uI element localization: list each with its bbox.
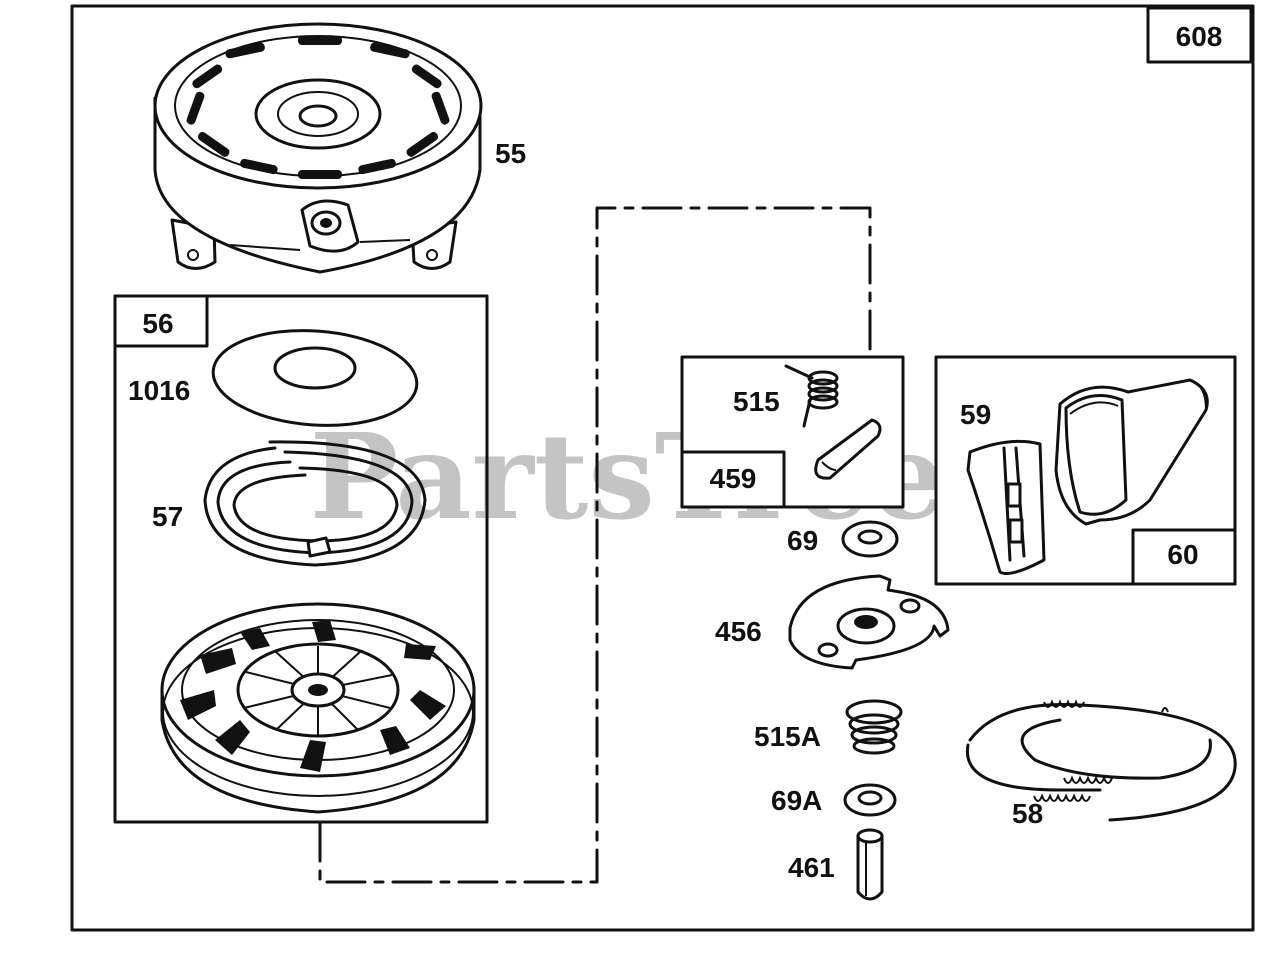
assembly-number: 608 bbox=[1176, 21, 1223, 52]
starter-pulley[interactable] bbox=[160, 602, 476, 814]
assembly-number-box bbox=[1146, 6, 1253, 64]
part-69A-washer[interactable] bbox=[843, 783, 897, 817]
kit-56-frame bbox=[113, 294, 489, 824]
kit-459-number-box bbox=[680, 450, 786, 509]
starter-handle[interactable] bbox=[1054, 378, 1209, 526]
kit-60-number: 60 bbox=[1167, 539, 1198, 570]
part-69-washer[interactable] bbox=[841, 520, 899, 558]
label-59: 59 bbox=[960, 399, 991, 430]
label-1016: 1016 bbox=[128, 375, 190, 406]
kit-56-number-box bbox=[113, 294, 209, 348]
label-55: 55 bbox=[495, 138, 526, 169]
kit-60-number-box bbox=[1131, 528, 1237, 586]
part-58-starter-rope[interactable] bbox=[965, 699, 1237, 822]
kit-56-number: 56 bbox=[142, 308, 173, 339]
connector-dashed bbox=[318, 206, 872, 884]
label-456: 456 bbox=[715, 616, 762, 647]
label-58: 58 bbox=[1012, 798, 1043, 829]
label-69A: 69A bbox=[771, 785, 822, 816]
part-57-rewind-spring[interactable] bbox=[203, 440, 427, 567]
part-59-handle-insert[interactable] bbox=[966, 439, 1046, 575]
label-69: 69 bbox=[787, 525, 818, 556]
part-1016-washer[interactable] bbox=[210, 324, 420, 432]
part-55-blower-housing[interactable] bbox=[153, 22, 483, 274]
part-515A-spring[interactable] bbox=[845, 699, 903, 755]
kit-459-number: 459 bbox=[710, 463, 757, 494]
assembly-frame bbox=[70, 4, 1255, 932]
part-456-retainer[interactable] bbox=[788, 574, 950, 670]
label-57: 57 bbox=[152, 501, 183, 532]
label-461: 461 bbox=[788, 852, 835, 883]
label-515A: 515A bbox=[754, 721, 821, 752]
pawl[interactable] bbox=[814, 418, 882, 480]
part-461-pin[interactable] bbox=[856, 828, 884, 901]
label-515: 515 bbox=[733, 386, 780, 417]
part-515-pawl-spring[interactable] bbox=[784, 364, 839, 428]
